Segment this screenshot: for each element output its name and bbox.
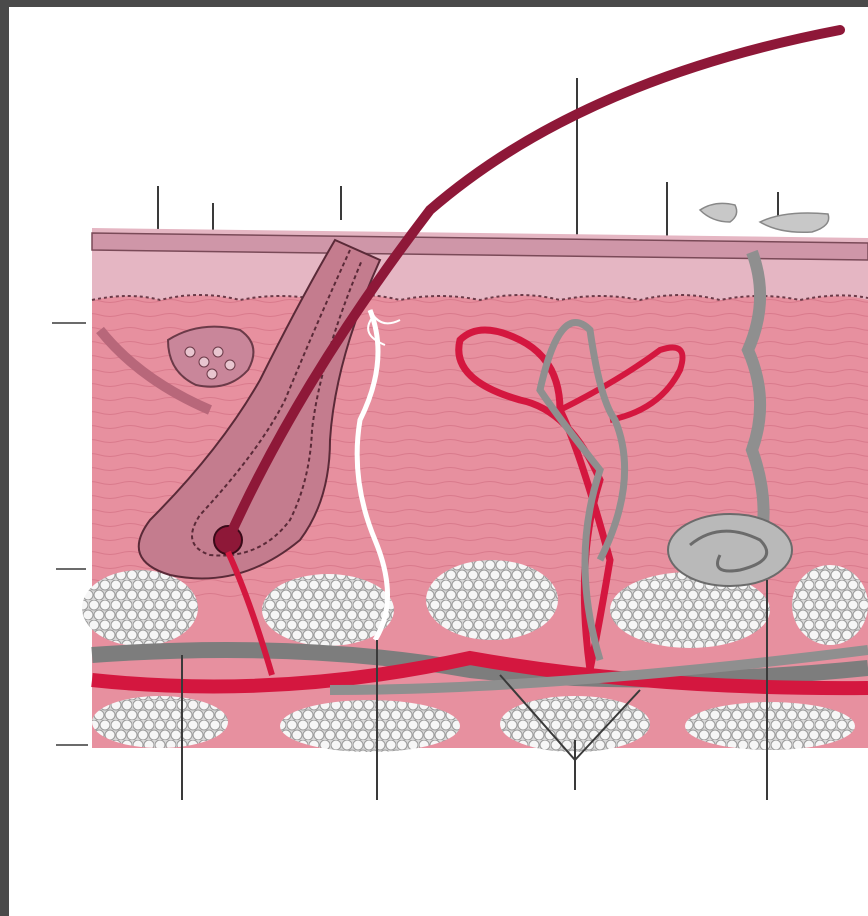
layer-ticks xyxy=(52,323,88,745)
fat-lobule xyxy=(262,574,394,646)
fat-lobule xyxy=(792,565,868,645)
fat-lobule xyxy=(82,570,198,646)
fat-lobule xyxy=(92,696,228,748)
sweat-gland-coil xyxy=(668,514,792,586)
fat-lobule xyxy=(280,700,460,752)
sweat-droplet xyxy=(760,213,829,232)
sweat-droplet xyxy=(700,203,737,222)
fat-lobule xyxy=(426,560,558,640)
fat-lobule xyxy=(685,702,855,750)
